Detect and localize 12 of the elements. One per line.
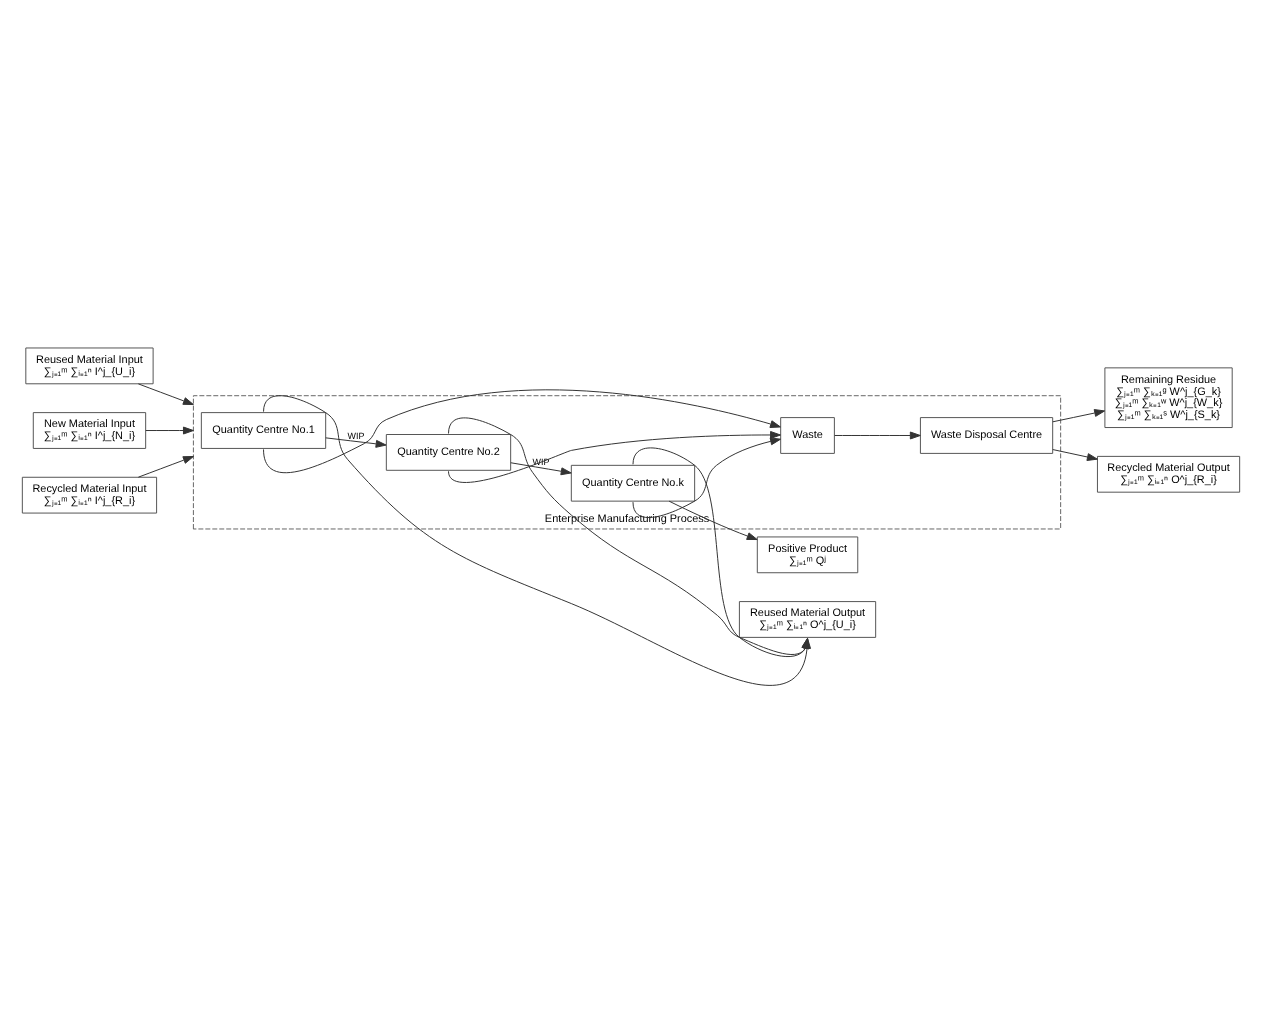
arrow (263, 388, 781, 473)
arrow (145, 425, 194, 434)
arrow (325, 436, 387, 447)
arrow (137, 382, 194, 405)
arrow (1052, 408, 1106, 422)
arrow (834, 430, 921, 439)
arrow (668, 499, 758, 540)
arrow (137, 455, 194, 477)
arrow (1052, 448, 1098, 460)
arrow (632, 436, 782, 518)
arrow (448, 430, 781, 482)
arrow (510, 461, 572, 475)
